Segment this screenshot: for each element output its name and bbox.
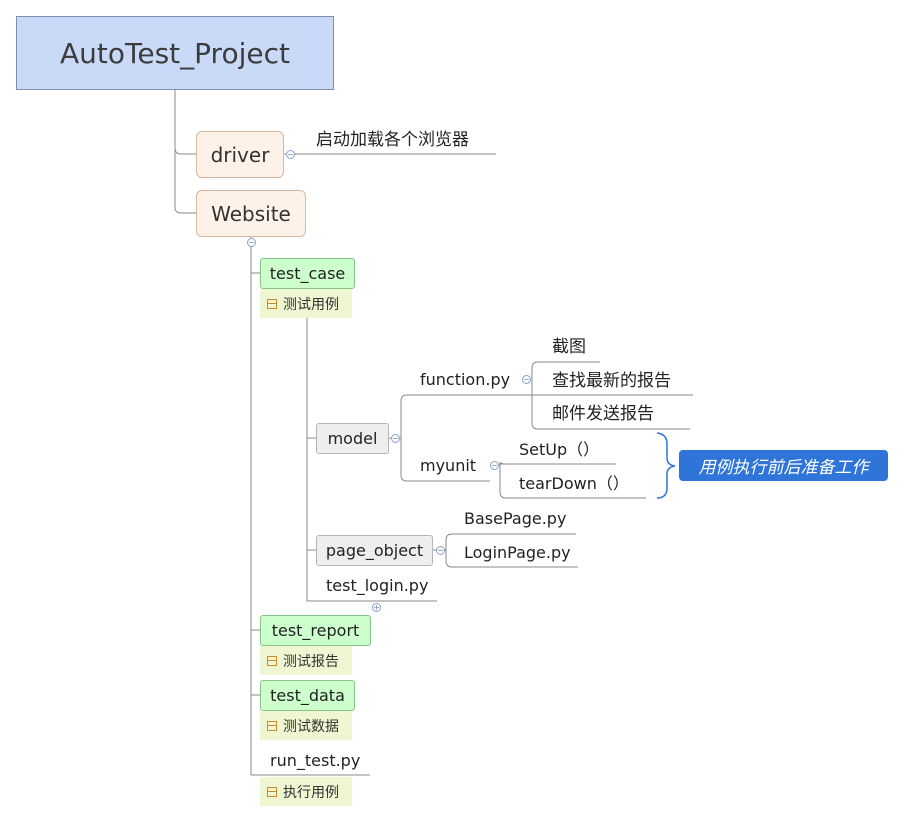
note-icon (267, 786, 277, 797)
test-case-note: 测试用例 (260, 289, 352, 318)
page-object-item-label: BasePage.py (464, 508, 567, 528)
function-py-node[interactable]: function.py (420, 367, 510, 391)
test-report-note: 测试报告 (260, 646, 352, 675)
collapse-icon[interactable]: − (286, 150, 295, 159)
model-node[interactable]: model (316, 423, 389, 454)
website-label: Website (211, 201, 291, 226)
myunit-item-label: SetUp（） (519, 440, 600, 459)
driver-label: driver (210, 142, 270, 167)
root-node[interactable]: AutoTest_Project (16, 16, 334, 90)
function-item-find-report[interactable]: 查找最新的报告 (552, 365, 671, 391)
driver-child-node[interactable]: 启动加载各个浏览器 (316, 124, 469, 150)
expand-icon[interactable]: + (372, 603, 381, 612)
callout-label: 用例执行前后准备工作 (698, 458, 869, 478)
test-case-node[interactable]: test_case (260, 258, 355, 289)
test-case-note-text: 测试用例 (283, 296, 339, 313)
myunit-node[interactable]: myunit (420, 453, 476, 477)
test-report-label: test_report (271, 621, 360, 640)
collapse-icon[interactable]: − (391, 434, 400, 443)
run-test-note-text: 执行用例 (283, 784, 339, 801)
root-label: AutoTest_Project (60, 36, 290, 70)
test-report-node[interactable]: test_report (260, 615, 371, 646)
run-test-node[interactable]: run_test.py (270, 748, 360, 772)
driver-child-label: 启动加载各个浏览器 (316, 129, 469, 150)
page-object-item-loginpage[interactable]: LoginPage.py (464, 540, 571, 564)
page-object-item-label: LoginPage.py (464, 542, 571, 562)
run-test-label: run_test.py (270, 750, 361, 770)
function-item-label: 查找最新的报告 (552, 370, 671, 391)
function-item-label: 截图 (552, 336, 586, 357)
test-login-node[interactable]: test_login.py (326, 573, 428, 597)
collapse-icon[interactable]: − (522, 375, 531, 384)
collapse-icon[interactable]: − (436, 546, 445, 555)
function-item-label: 邮件发送报告 (552, 403, 654, 424)
model-label: model (327, 429, 378, 448)
page-object-label: page_object (325, 541, 424, 560)
website-node[interactable]: Website (196, 190, 306, 237)
run-test-note: 执行用例 (260, 777, 352, 806)
test-data-label: test_data (270, 686, 345, 705)
test-report-note-text: 测试报告 (283, 653, 339, 670)
myunit-item-setup[interactable]: SetUp（） (519, 436, 599, 460)
myunit-item-teardown[interactable]: tearDown（） (519, 470, 629, 494)
test-data-note: 测试数据 (260, 711, 352, 740)
note-icon (267, 298, 277, 309)
page-object-node[interactable]: page_object (316, 535, 433, 566)
myunit-label: myunit (420, 455, 477, 475)
myunit-item-label: tearDown（） (519, 474, 629, 493)
note-icon (267, 655, 277, 666)
collapse-icon[interactable]: − (490, 461, 499, 470)
test-data-note-text: 测试数据 (283, 718, 339, 735)
page-object-item-basepage[interactable]: BasePage.py (464, 506, 566, 530)
function-item-email-report[interactable]: 邮件发送报告 (552, 398, 654, 424)
test-data-node[interactable]: test_data (260, 680, 355, 711)
callout-box[interactable]: 用例执行前后准备工作 (679, 450, 888, 481)
test-case-label: test_case (269, 264, 346, 283)
collapse-icon[interactable]: − (247, 238, 256, 247)
test-login-label: test_login.py (326, 575, 429, 595)
function-item-screenshot[interactable]: 截图 (552, 331, 586, 357)
note-icon (267, 720, 277, 731)
function-py-label: function.py (420, 369, 511, 389)
driver-node[interactable]: driver (196, 131, 284, 178)
